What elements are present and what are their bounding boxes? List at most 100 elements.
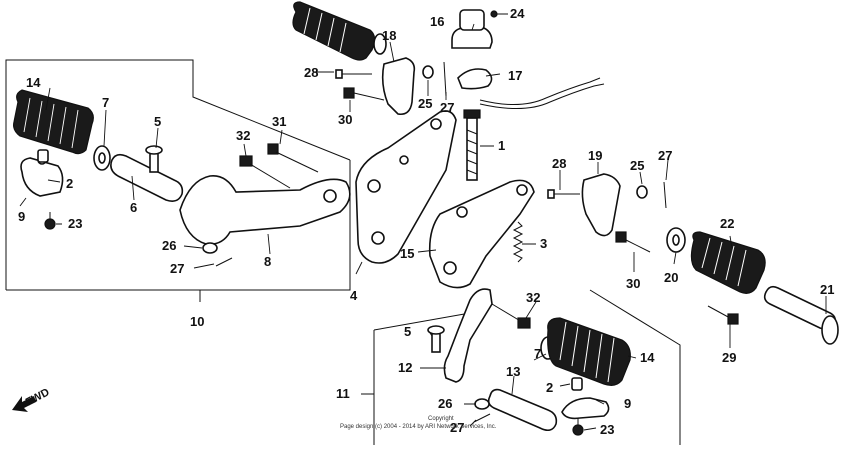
label-27-left: 27 [170, 261, 184, 276]
label-5-right: 5 [404, 324, 411, 339]
bracket-15-hole-c [443, 261, 457, 275]
bolt-30-top [343, 87, 385, 101]
label-17: 17 [508, 68, 522, 83]
footpeg-bracket-9-right [561, 397, 610, 420]
label-32-right: 32 [526, 290, 540, 305]
pin-5-left [145, 145, 163, 173]
footpeg-rubber-14-right [547, 317, 631, 386]
pin-28-right-head [547, 189, 555, 199]
footpeg-rubber-22 [690, 231, 766, 294]
label-7-right: 7 [534, 346, 541, 361]
label-27-top: 27 [440, 100, 454, 115]
label-16: 16 [430, 14, 444, 29]
copyright-line-2: Page design (c) 2004 - 2014 by ARI Netwo… [340, 424, 497, 430]
pin-28-top-head [335, 69, 343, 79]
label-4: 4 [350, 288, 358, 303]
collar-2-left [37, 149, 49, 163]
spring-clip-17 [457, 68, 493, 90]
arm-8-hole [323, 189, 337, 203]
screw-24-head [490, 10, 498, 18]
washer-7-left-hole [98, 152, 106, 164]
label-11: 11 [336, 386, 350, 401]
plate-4-hole-a [430, 118, 442, 130]
cotter-27-top [443, 61, 447, 97]
step-arm-12 [443, 288, 493, 383]
cotter-27-left [215, 257, 233, 267]
bolt-32-right [491, 303, 531, 329]
leader-lines [19, 13, 827, 431]
bolt-31 [267, 143, 319, 173]
bracket-19 [581, 173, 621, 237]
washer-20-hole [672, 234, 680, 246]
plate-4-hole-d [399, 155, 409, 165]
bracket-15 [428, 179, 535, 289]
label-22: 22 [720, 216, 734, 231]
label-1: 1 [498, 138, 505, 153]
screw-23-left [44, 212, 56, 230]
label-9-left: 9 [18, 209, 25, 224]
label-31: 31 [272, 114, 286, 129]
label-30-right: 30 [626, 276, 640, 291]
plate-4-hole-c [371, 231, 385, 245]
switch-wire [479, 77, 605, 110]
spring-3 [512, 221, 524, 263]
footpeg-rubber-top [292, 1, 387, 61]
label-23-left: 23 [68, 216, 82, 231]
copyright-line-1: Copyright [428, 416, 454, 422]
cotter-27-right [663, 181, 667, 209]
bracket-plate-4 [355, 110, 457, 264]
label-13: 13 [506, 364, 520, 379]
label-14-left: 14 [26, 75, 41, 90]
label-15: 15 [400, 246, 414, 261]
bracket-15-hole-b [456, 206, 468, 218]
bolt-32-left [239, 155, 291, 189]
label-24: 24 [510, 6, 525, 21]
step-arm-8 [179, 175, 351, 246]
cotter-27-right-bottom [473, 413, 491, 423]
label-25-top: 25 [418, 96, 432, 111]
group-10-bracket [5, 59, 351, 302]
fwd-label: FWD [24, 386, 52, 408]
washer-25-top [422, 65, 434, 79]
label-12: 12 [398, 360, 412, 375]
label-26-right: 26 [438, 396, 452, 411]
label-23-right: 23 [600, 422, 614, 437]
label-21: 21 [820, 282, 834, 297]
label-27-bottom: 27 [450, 420, 464, 435]
label-28-right: 28 [552, 156, 566, 171]
pin-6 [110, 153, 184, 202]
label-27-right: 27 [658, 148, 672, 163]
fwd-arrow-icon [12, 396, 36, 412]
label-26-left: 26 [162, 238, 176, 253]
label-18: 18 [382, 28, 396, 43]
plate-4-hole-b [367, 179, 381, 193]
collar-2-right [571, 377, 583, 391]
label-20: 20 [664, 270, 678, 285]
washer-25-right [636, 185, 648, 199]
label-2-left: 2 [66, 176, 73, 191]
label-2-right: 2 [546, 380, 553, 395]
label-3: 3 [540, 236, 547, 251]
label-28-top: 28 [304, 65, 318, 80]
pin-5-right [427, 325, 445, 353]
bolt-29 [707, 305, 739, 325]
label-10: 10 [190, 314, 204, 329]
label-25-right: 25 [630, 158, 644, 173]
group-11-bracket [361, 289, 681, 445]
pin-21-head [821, 315, 839, 345]
label-6: 6 [130, 200, 137, 215]
label-29: 29 [722, 350, 736, 365]
label-19: 19 [588, 148, 602, 163]
label-14-right: 14 [640, 350, 655, 365]
washer-26-right [474, 398, 490, 410]
switch-stem-1 [463, 109, 481, 181]
bracket-15-hole-a [516, 184, 528, 196]
label-9-right: 9 [624, 396, 631, 411]
screw-23-right [572, 418, 584, 436]
bracket-18 [381, 57, 416, 116]
label-30-top: 30 [338, 112, 352, 127]
bolt-30-right [615, 231, 651, 253]
label-7-left: 7 [102, 95, 109, 110]
label-32-left: 32 [236, 128, 250, 143]
